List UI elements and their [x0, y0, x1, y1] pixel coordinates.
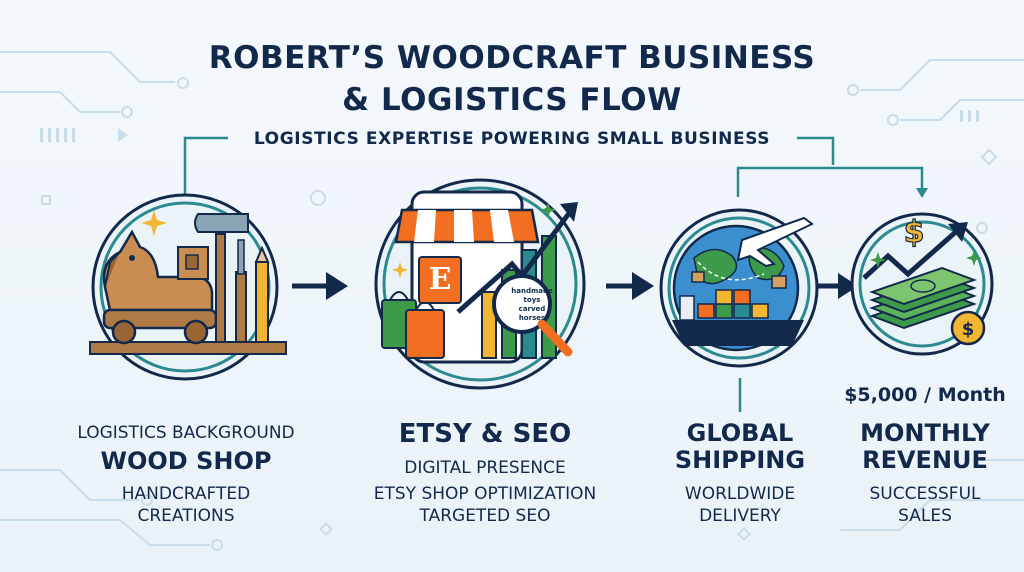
monthly-revenue-desc-2: SALES — [898, 506, 952, 526]
wood-shop-desc-2: CREATIONS — [137, 506, 235, 526]
globe-plane-ship-icon — [659, 208, 819, 368]
main-title-line-2: & LOGISTICS FLOW — [342, 82, 682, 118]
magnifier-keyword-1: handmade — [511, 287, 553, 295]
storefront-growth-chart-icon — [374, 178, 586, 390]
svg-text:$: $ — [904, 215, 925, 250]
magnifier-keyword-3: carved — [518, 305, 546, 313]
main-title-line-1: ROBERT’S WOODCRAFT BUSINESS — [208, 40, 816, 76]
arrow-right-icon — [814, 273, 858, 299]
etsy-seo-desc-2: TARGETED SEO — [419, 506, 551, 526]
etsy-seo-desc-1: ETSY SHOP OPTIMIZATION — [373, 484, 597, 504]
wooden-horse-and-tools-icon — [89, 193, 287, 381]
global-shipping-title-2: SHIPPING — [674, 446, 806, 474]
monthly-revenue-title-1: MONTHLY — [860, 419, 990, 447]
svg-text:$: $ — [962, 319, 975, 340]
monthly-revenue-desc-1: SUCCESSFUL — [869, 484, 981, 504]
global-shipping-desc-2: DELIVERY — [699, 506, 781, 526]
arrow-right-icon — [292, 272, 348, 300]
monthly-revenue-title-2: REVENUE — [862, 446, 988, 474]
global-shipping-title-1: GLOBAL — [686, 419, 794, 447]
revenue-amount: $5,000 / Month — [844, 384, 1006, 406]
arrow-right-icon — [606, 272, 654, 300]
etsy-logo: E — [418, 256, 462, 304]
subtitle: LOGISTICS EXPERTISE POWERING SMALL BUSIN… — [253, 129, 771, 149]
money-stack-icon: $ $ — [850, 212, 994, 356]
global-shipping-desc-1: WORLDWIDE — [684, 484, 796, 504]
wood-shop-desc-1: HANDCRAFTED — [121, 484, 251, 504]
magnifier-keyword-2: toys — [523, 296, 541, 304]
wood-shop-top-label: LOGISTICS BACKGROUND — [77, 423, 295, 443]
etsy-seo-title: ETSY & SEO — [398, 419, 572, 449]
wood-shop-title: WOOD SHOP — [100, 447, 272, 475]
etsy-seo-subtitle: DIGITAL PRESENCE — [404, 458, 566, 478]
magnifier-keyword-4: horses — [518, 314, 546, 322]
